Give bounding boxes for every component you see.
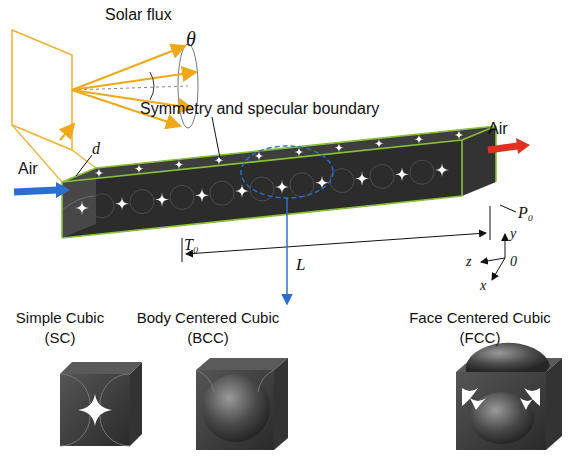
text-label: Solar flux <box>105 6 172 24</box>
sc-cube <box>60 362 142 446</box>
solar-plane <box>12 30 96 182</box>
text-label: d <box>92 140 100 158</box>
text-label: 0 <box>510 254 517 269</box>
sphere-outline <box>170 185 194 209</box>
text-label: z <box>466 254 471 269</box>
pore-hole <box>454 130 464 140</box>
leader-line <box>212 117 220 158</box>
pore-hole <box>435 163 449 177</box>
lattice-cell: Simple Cubic (SC) <box>4 308 116 347</box>
sphere-outline <box>370 164 394 188</box>
inlet-arrow-head <box>56 182 70 198</box>
axes <box>481 234 505 280</box>
zoom-circle <box>241 146 333 198</box>
sphere-outline <box>90 194 114 218</box>
length-dimension <box>182 206 490 262</box>
pore-hole <box>115 197 129 211</box>
text-label: Symmetry and specular boundary <box>140 100 379 118</box>
pore-hole <box>155 193 169 207</box>
inlet-arrow <box>14 190 58 192</box>
sphere-outline <box>290 173 314 197</box>
bcc-cube <box>196 358 288 450</box>
pore-hole <box>334 143 344 153</box>
sphere-outline <box>410 160 434 184</box>
cell-heading: Face Centered Cubic (FCC) <box>400 308 560 347</box>
text-label: θ <box>186 28 196 50</box>
sphere-outline <box>130 190 154 214</box>
leader-line <box>500 205 516 212</box>
cell-heading: Simple Cubic (SC) <box>4 308 116 347</box>
pore-hole <box>395 167 409 181</box>
text-label: L <box>296 256 305 275</box>
sphere-outline <box>210 181 234 205</box>
text-label: P₀ <box>518 204 533 222</box>
pore-hole <box>174 160 184 170</box>
zoom-arrow <box>286 198 288 304</box>
text-label: T₀ <box>184 236 198 254</box>
sphere-outline <box>250 177 274 201</box>
pore-hole <box>75 201 89 215</box>
pore-hole <box>195 188 209 202</box>
pore-hole <box>275 180 289 194</box>
leader-line <box>76 155 92 176</box>
pore-hole <box>374 139 384 149</box>
lattice-cell: Body Centered Cubic (BCC) <box>128 308 288 347</box>
text-label: Air <box>18 160 38 178</box>
pore-hole <box>294 147 304 157</box>
pore-hole <box>235 184 249 198</box>
text-label: x <box>480 278 486 293</box>
pore-hole <box>94 168 104 178</box>
text-label: Air <box>488 120 508 138</box>
fcc-cube <box>456 343 562 450</box>
pore-hole <box>414 134 424 144</box>
lattice-cell: Face Centered Cubic (FCC) <box>400 308 560 347</box>
pore-hole <box>134 164 144 174</box>
pore-hole <box>315 176 329 190</box>
pore-hole <box>355 172 369 186</box>
packed-bed-channel <box>62 126 496 238</box>
cell-heading: Body Centered Cubic (BCC) <box>128 308 288 347</box>
text-label: y <box>510 226 516 241</box>
pore-hole <box>214 155 224 165</box>
outlet-arrow <box>488 146 518 150</box>
outlet-arrow-head <box>516 138 530 154</box>
